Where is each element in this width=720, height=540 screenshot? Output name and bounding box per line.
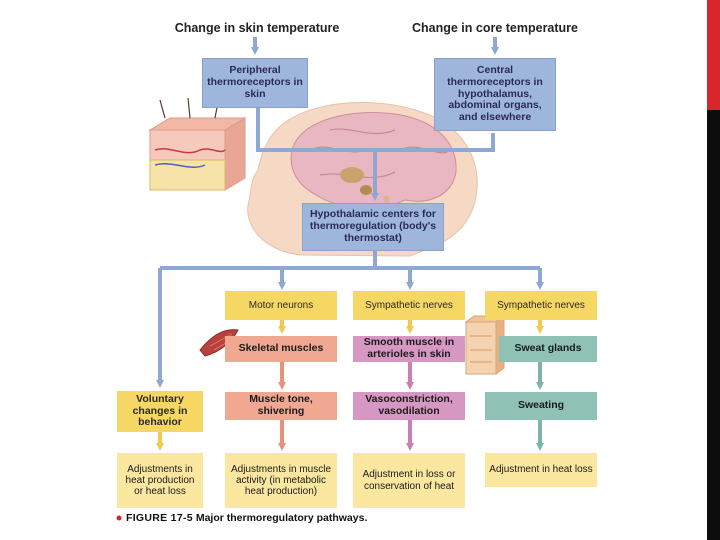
- arrow-center-to-branches: [158, 251, 542, 380]
- muscle-tone-box: Muscle tone, shivering: [225, 392, 337, 420]
- vasoconstriction-box: Vasoconstriction, vasodilation: [353, 392, 465, 420]
- header-core-temperature: Change in core temperature: [411, 21, 578, 35]
- right-accent-bar: [707, 0, 720, 110]
- caption-bullet-icon: [116, 515, 122, 521]
- header-skin-temperature: Change in skin temperature: [174, 21, 340, 35]
- figure-caption-text: Major thermoregulatory pathways.: [195, 512, 368, 524]
- skin-block-illustration: [148, 97, 247, 191]
- behavior-adjustment-box: Adjustments in heat production or heat l…: [117, 453, 203, 508]
- behavior-change-box: Voluntary changes in behavior: [117, 391, 203, 432]
- sweat-glands-box: Sweat glands: [499, 336, 597, 362]
- muscle-adjustment-box: Adjustments in muscle activity (in metab…: [225, 453, 337, 508]
- peripheral-receptors-box: Peripheral thermoreceptors in skin: [202, 58, 308, 108]
- central-receptors-box: Central thermoreceptors in hypothalamus,…: [434, 58, 556, 131]
- smooth-muscle-box: Smooth muscle in arterioles in skin: [353, 336, 465, 362]
- sweat-adjustment-box: Adjustment in heat loss: [485, 453, 597, 487]
- sympathetic-nerves-sweat-box: Sympathetic nerves: [485, 291, 597, 320]
- figure-number: FIGURE 17-5: [126, 512, 193, 524]
- arrow-receptors-to-center: [256, 108, 495, 196]
- sympathetic-nerves-vascular-box: Sympathetic nerves: [353, 291, 465, 320]
- right-sidebar: [707, 0, 720, 540]
- hypothalamic-center-box: Hypothalamic centers for thermoregulatio…: [302, 203, 444, 251]
- motor-neurons-box: Motor neurons: [225, 291, 337, 320]
- skeletal-muscles-box: Skeletal muscles: [225, 336, 337, 362]
- sweating-box: Sweating: [485, 392, 597, 420]
- vascular-adjustment-box: Adjustment in loss or conservation of he…: [353, 453, 465, 508]
- figure-caption: FIGURE 17-5 Major thermoregulatory pathw…: [126, 512, 367, 524]
